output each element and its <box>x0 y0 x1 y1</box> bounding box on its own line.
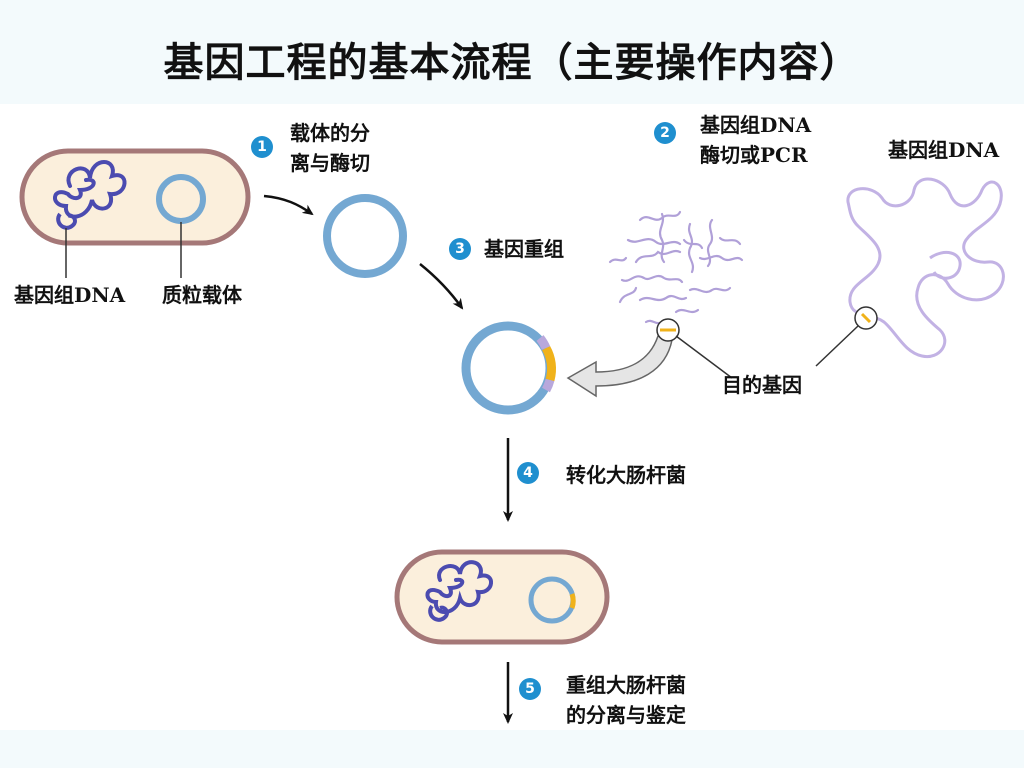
step-badge-1: 1 <box>251 136 273 158</box>
step-4-label: 转化大肠杆菌 <box>566 460 686 490</box>
genomic-dna-strand <box>846 177 1005 359</box>
step-1-line-1: 载体的分 <box>290 121 370 145</box>
step-5-line-2: 的分离与鉴定 <box>566 703 686 727</box>
plasmid-in-cell <box>156 174 206 224</box>
target-gene-mark <box>860 312 872 324</box>
bacterium-recombinant <box>394 549 610 645</box>
step-1-label: 载体的分 离与酶切 <box>290 118 370 178</box>
step-1-line-2: 离与酶切 <box>290 151 370 175</box>
chromosomal-dna-loop <box>428 604 449 622</box>
insert-end <box>536 335 551 350</box>
arrow-to-recombinant <box>419 263 464 310</box>
step-3-label: 基因重组 <box>484 234 564 264</box>
arrow-to-vector <box>263 194 314 216</box>
step-badge-4: 4 <box>517 462 539 484</box>
step-2-line-1: 基因组DNA <box>700 113 812 137</box>
page-title: 基因工程的基本流程（主要操作内容） <box>163 39 861 86</box>
step-2-line-2: 酶切或PCR <box>700 143 808 167</box>
step-5-label: 重组大肠杆菌 的分离与鉴定 <box>566 670 686 730</box>
leader-line <box>815 325 859 367</box>
step-badge-3: 3 <box>449 238 471 260</box>
fragmented-genomic-dna <box>608 210 744 325</box>
label-genomic-dna-right: 基因组DNA <box>888 138 1000 162</box>
bacterium-original <box>19 148 251 278</box>
chromosomal-dna-loop <box>56 212 77 230</box>
recombinant-plasmid <box>461 321 556 415</box>
step-2-label: 基因组DNA 酶切或PCR <box>700 110 811 170</box>
step-badge-2: 2 <box>654 122 676 144</box>
label-genomic-dna-left: 基因组DNA <box>14 283 126 307</box>
step-5-line-1: 重组大肠杆菌 <box>566 673 686 697</box>
target-gene-insert <box>541 345 556 382</box>
target-gene-insert <box>569 593 576 609</box>
insertion-arrow <box>566 335 673 398</box>
genomic-dna-loop <box>929 250 962 280</box>
insert-end <box>542 378 555 393</box>
label-target-gene: 目的基因 <box>722 373 802 397</box>
step-3-line-1: 基因重组 <box>484 237 564 261</box>
label-plasmid-vector: 质粒载体 <box>162 283 242 307</box>
step-badge-5: 5 <box>519 678 541 700</box>
leader-line <box>675 335 733 379</box>
isolated-plasmid <box>323 194 407 278</box>
chromosomal-dna-coil <box>53 160 127 219</box>
step-4-line-1: 转化大肠杆菌 <box>566 463 686 487</box>
chromosomal-dna-coil <box>425 560 493 614</box>
